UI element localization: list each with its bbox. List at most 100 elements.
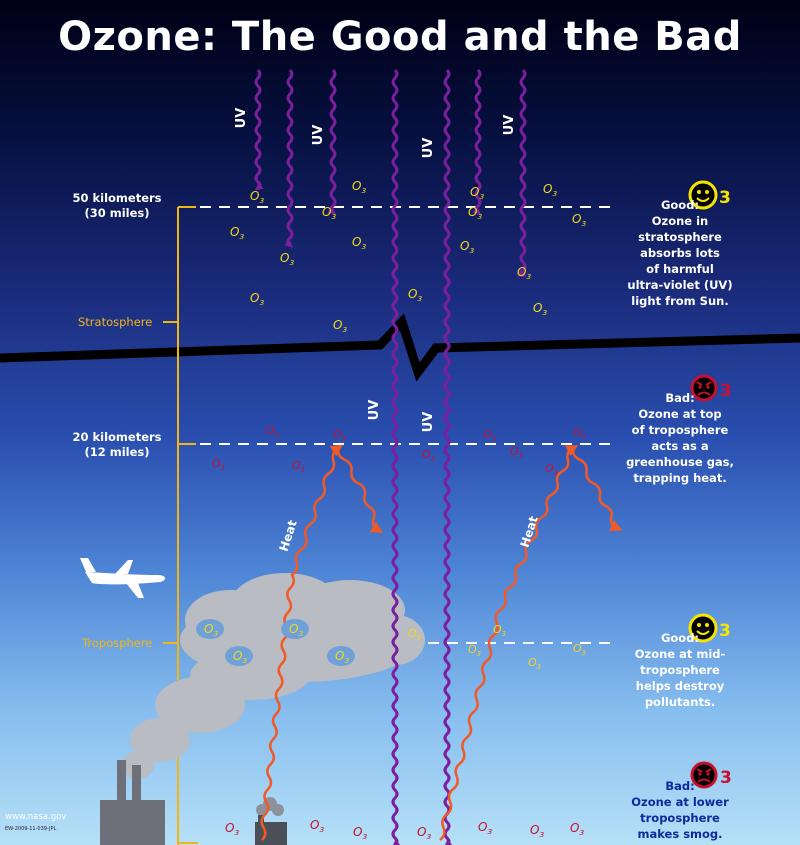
ozone-molecule: O3 (196, 619, 224, 639)
airplane-icon (80, 558, 166, 598)
layer-label-stratosphere: Stratosphere (78, 315, 153, 329)
svg-text:O3: O3 (408, 287, 422, 303)
note-heading: Bad: (665, 779, 695, 793)
altitude-dashed-lines (200, 206, 615, 644)
svg-text:O3: O3 (468, 205, 482, 221)
altitude-label-20km: 20 kilometers (12 miles) (72, 430, 162, 459)
ozone-molecule: O3 (533, 301, 547, 317)
svg-text:O3: O3 (333, 428, 346, 443)
svg-text:O3: O3 (417, 825, 431, 841)
ozone-molecule: O3 (572, 212, 586, 228)
uv-label: UV (421, 138, 436, 159)
ozone-molecule: O3 (422, 448, 435, 463)
ozone-molecule: O3 (281, 619, 309, 639)
svg-text:O3: O3 (573, 426, 586, 441)
svg-text:O3: O3 (478, 820, 492, 836)
layer-label-troposphere: Troposphere (82, 636, 153, 650)
ozone-molecule: O3 (468, 643, 481, 658)
uv-ray (254, 68, 264, 191)
ozone-molecule: O3 (530, 823, 544, 839)
ozone-molecule: O3 (460, 239, 474, 255)
ozone-molecule: O3 (570, 821, 584, 837)
svg-text:O3: O3 (483, 428, 496, 443)
uv-rays (254, 68, 527, 845)
svg-text:O3: O3 (528, 656, 541, 671)
uv-ray (517, 68, 527, 278)
ozone-molecule: O3 (250, 189, 264, 205)
ozone-molecule: O3 (352, 179, 366, 195)
heat-ray (260, 444, 343, 841)
diagram-title: Ozone: The Good and the Bad (58, 14, 742, 60)
svg-text:O3: O3 (280, 251, 294, 267)
ozone-molecule: O3 (470, 185, 484, 201)
svg-text:O3: O3 (517, 265, 531, 281)
ozone-molecule: O3 (225, 646, 253, 666)
heat-ray (439, 445, 579, 841)
ozone-molecule: O3 (212, 457, 225, 472)
svg-text:O3: O3 (250, 189, 264, 205)
uv-ray (327, 68, 337, 215)
svg-text:O3: O3 (212, 457, 225, 472)
smiley-happy-icon: 3 (688, 613, 731, 643)
footer-site[interactable]: www.nasa.gov (5, 812, 67, 822)
note-good-stratosphere: Good: Ozone in stratosphere absorbs lots… (610, 197, 750, 309)
heat-ray (571, 447, 623, 532)
smiley-angry-icon: 3 (690, 761, 732, 789)
heat-label: Heat (277, 518, 300, 553)
ozone-molecule: O3 (353, 825, 367, 841)
svg-text:O3: O3 (572, 212, 586, 228)
svg-text:O3: O3 (225, 821, 239, 837)
svg-text:O3: O3 (470, 185, 484, 201)
ozone-molecule: O3 (545, 462, 558, 477)
svg-text:O3: O3 (292, 459, 305, 474)
ozone-molecule: O3 (333, 428, 346, 443)
ozone-molecule: O3 (333, 318, 347, 334)
svg-text:O3: O3 (530, 823, 544, 839)
uv-label: UV (311, 125, 326, 146)
smiley-happy-icon: 3 (688, 180, 731, 210)
note-bad-upper-troposphere: Bad: Ozone at top of troposphere acts as… (610, 390, 750, 486)
svg-text:O3: O3 (230, 225, 244, 241)
ozone-molecule: O3 (250, 291, 264, 307)
note-good-mid-troposphere: Good: Ozone at mid- troposphere helps de… (610, 630, 750, 710)
ozone-molecule: O3 (573, 642, 586, 657)
svg-text:O3: O3 (266, 424, 279, 439)
svg-text:O3: O3 (533, 301, 547, 317)
ozone-molecule: O3 (528, 656, 541, 671)
svg-text:O3: O3 (352, 235, 366, 251)
ozone-molecule: O3 (483, 428, 496, 443)
note-heading: Good: (660, 198, 700, 212)
note-heading: Bad: (665, 391, 695, 405)
svg-text:O3: O3 (570, 821, 584, 837)
uv-ray (443, 68, 453, 845)
svg-text:O3: O3 (352, 179, 366, 195)
svg-text:O3: O3 (510, 445, 523, 460)
svg-text:O3: O3 (545, 462, 558, 477)
ozone-molecule: O3 (280, 251, 294, 267)
tropopause-line (0, 313, 800, 382)
smog-cloud (122, 573, 425, 779)
uv-ray (472, 68, 482, 215)
svg-text:O3: O3 (310, 818, 324, 834)
svg-text:3: 3 (720, 381, 732, 401)
ozone-molecule: O3 (230, 225, 244, 241)
svg-text:O3: O3 (333, 318, 347, 334)
ozone-molecule: O3 (266, 424, 279, 439)
ozone-molecule: O3 (543, 182, 557, 198)
svg-text:O3: O3 (543, 182, 557, 198)
small-factory-icon (255, 797, 287, 845)
ozone-molecule: O3 (510, 445, 523, 460)
ozone-molecule: O3 (408, 287, 422, 303)
svg-text:3: 3 (719, 188, 731, 208)
ozone-molecule: O3 (225, 821, 239, 837)
svg-text:3: 3 (720, 768, 732, 788)
ozone-molecule: O3 (478, 820, 492, 836)
ozone-molecule: O3 (310, 818, 324, 834)
ozone-molecule: O3 (573, 426, 586, 441)
svg-text:O3: O3 (353, 825, 367, 841)
